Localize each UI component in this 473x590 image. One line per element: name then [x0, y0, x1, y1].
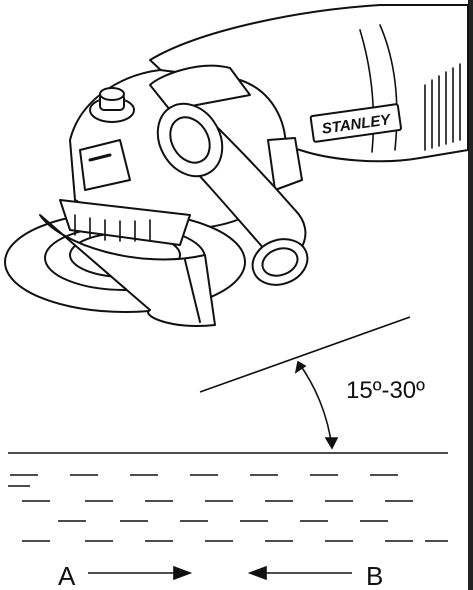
angle-grinder-illustration: STANLEY	[4, 4, 469, 327]
vent-ridges	[359, 24, 461, 153]
angle-label: 15º-30º	[346, 377, 425, 404]
point-a-label: A	[58, 561, 76, 590]
brand-plate: STANLEY	[309, 103, 402, 143]
side-switch	[267, 137, 303, 191]
surface-hatching	[8, 474, 448, 542]
tool-angle-line	[199, 316, 411, 393]
arc-arrowhead-bottom	[324, 437, 339, 450]
page-edge-bar	[468, 0, 473, 590]
angle-arc	[297, 361, 333, 449]
arrow-b-to-left	[247, 565, 352, 581]
disc-guard	[39, 214, 216, 327]
angle-indicator	[199, 316, 411, 450]
arrow-a-to-right	[88, 565, 193, 581]
arc-arrowhead-top	[294, 360, 307, 374]
point-b-label: B	[366, 561, 383, 590]
